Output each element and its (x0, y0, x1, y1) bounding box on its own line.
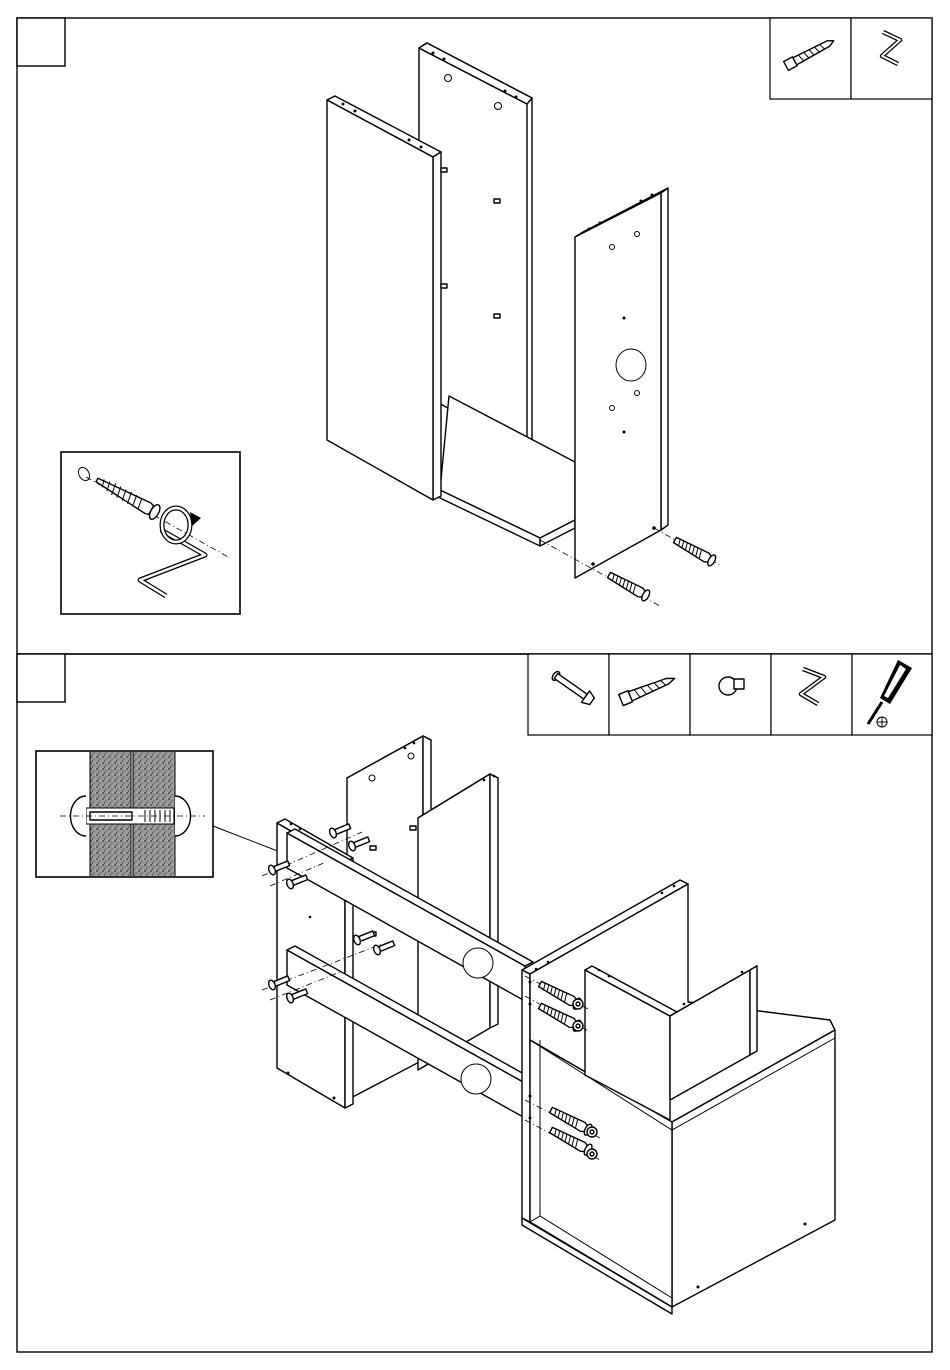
step-2-panel (17, 654, 932, 1352)
cam-hole-marker-lower (461, 1064, 491, 1094)
cam-hole-marker (616, 349, 646, 381)
step-2-hardware (528, 654, 932, 735)
right-side-panel (575, 188, 668, 578)
right-cube-unit (522, 880, 835, 1314)
step-2-number-box (17, 654, 65, 702)
bolt-cross-section-detail (36, 751, 288, 877)
cam-hole-marker-upper (463, 948, 493, 978)
step-1-panel (17, 18, 932, 654)
screw-insertion-detail (61, 452, 240, 614)
step-1-number-box (17, 18, 65, 66)
step-1-hardware (770, 18, 932, 99)
